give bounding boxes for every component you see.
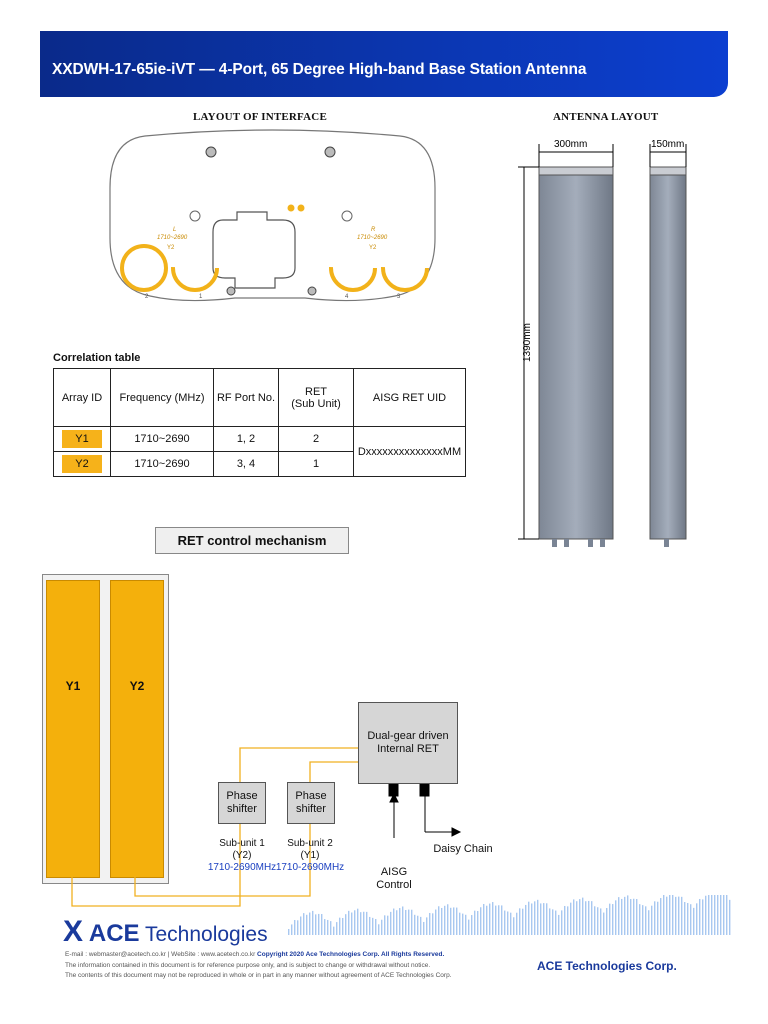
footer-contact: E-mail : webmaster@acetech.co.kr | WebSi…: [65, 951, 445, 958]
mount-hole-top-left: [205, 146, 217, 158]
col-header-ret: RET (Sub Unit): [278, 368, 354, 427]
antenna-depth-label: 150mm: [651, 139, 684, 150]
table-row: Y1 1710~2690 1, 2 2 DxxxxxxxxxxxxxxMM: [53, 426, 466, 477]
logo-technologies: Technologies: [145, 923, 268, 946]
rf-port-4: [381, 244, 429, 292]
footer-copyright: Copyright 2020 Ace Technologies Corp. Al…: [257, 951, 445, 958]
sub-unit-1-label: Sub-unit 1 (Y2): [219, 838, 265, 861]
right-port-b-label: +45: [398, 255, 409, 261]
col-header-rf-port: RF Port No.: [213, 368, 279, 427]
left-port-a-label: -45: [130, 255, 139, 261]
array-bar-y1-label: Y1: [65, 679, 81, 693]
antenna-front-body: [538, 166, 614, 540]
frequency-cell: 1710~2690: [110, 451, 214, 477]
right-group-letter: R: [371, 227, 376, 233]
center-connector-outline: [212, 211, 296, 289]
logo-mark: X: [63, 915, 84, 948]
mount-hole-top-right: [324, 146, 336, 158]
internal-ret-box: Dual-gear driven Internal RET: [358, 702, 458, 784]
right-port-a-label: -45: [348, 255, 357, 261]
phase-shifter-1: Phase shifter: [218, 782, 266, 824]
ret-port-b: [297, 204, 305, 212]
array-id-cell: Y1: [62, 430, 102, 448]
port-num-1: 1: [199, 294, 203, 300]
rf-port-3: [329, 244, 377, 292]
left-group-tag: Y2: [167, 245, 175, 251]
mount-hole-left: [189, 210, 201, 222]
aisg-control-label: AISG Control: [376, 866, 412, 891]
antenna-front-cap: [538, 166, 614, 176]
logo-ace: ACE: [88, 920, 140, 947]
mount-hole-bottom-right: [307, 286, 317, 296]
antenna-connectors: [552, 539, 669, 547]
mount-hole-bottom-left: [226, 286, 236, 296]
footer-disclaimer-1: The information contained in this docume…: [65, 962, 431, 969]
left-group-freq: 1710~2690: [157, 235, 188, 241]
correlation-table: Array ID Frequency (MHz) RF Port No. RET…: [53, 368, 466, 477]
antenna-side-cap: [649, 166, 687, 176]
rf-port-cell: 1, 2: [213, 426, 279, 452]
sub-unit-1-freq: 1710-2690MHz: [207, 862, 277, 873]
ret-cell: 1: [278, 451, 354, 477]
array-bar-y2-label: Y2: [129, 679, 145, 693]
mount-hole-right: [341, 210, 353, 222]
right-group-freq: 1710~2690: [357, 235, 388, 241]
port-num-2: 2: [145, 294, 149, 300]
rf-port-1: [120, 244, 168, 292]
header-banner: XXDWH-17-65ie-iVT — 4-Port, 65 Degree Hi…: [40, 31, 728, 97]
phase-shifter-2: Phase shifter: [287, 782, 335, 824]
footer-corp-name: ACE Technologies Corp.: [537, 959, 677, 973]
ret-port-a: [287, 204, 295, 212]
frequency-cell: 1710~2690: [110, 426, 214, 452]
array-bar-y2: Y2: [110, 580, 164, 878]
page-title: XXDWH-17-65ie-iVT — 4-Port, 65 Degree Hi…: [52, 61, 587, 78]
rf-port-2: [171, 244, 219, 292]
sub-unit-2-freq: 1710-2690MHz: [275, 862, 345, 873]
daisy-chain-label: Daisy Chain: [433, 843, 493, 855]
uid-cell: DxxxxxxxxxxxxxxMM: [353, 426, 466, 477]
logo-waveform: [288, 895, 731, 935]
port-num-4: 4: [345, 294, 349, 300]
array-bar-y1: Y1: [46, 580, 100, 878]
rf-port-cell: 3, 4: [213, 451, 279, 477]
antenna-width-label: 300mm: [554, 139, 587, 150]
interface-title: LAYOUT OF INTERFACE: [193, 111, 327, 123]
antenna-title: ANTENNA LAYOUT: [553, 111, 659, 123]
interface-diagram: L 1710~2690 Y2 -45 +45 2 1 R 1710~2690 Y…: [109, 129, 436, 302]
right-group-tag: Y2: [369, 245, 377, 251]
ret-mechanism-title: RET control mechanism: [155, 527, 349, 554]
array-id-cell: Y2: [62, 455, 102, 473]
antenna-height-label: 1390mm: [522, 323, 533, 362]
port-num-3: 3: [397, 294, 401, 300]
left-group-letter: L: [173, 227, 176, 233]
footer-disclaimer-2: The contents of this document may not be…: [65, 972, 452, 979]
ace-logo: X ACE Technologies: [63, 915, 268, 949]
table-row: Y2 1710~2690 3, 4 1: [53, 451, 466, 477]
sub-unit-2-label: Sub-unit 2 (Y1): [287, 838, 333, 861]
left-port-b-label: +45: [176, 255, 187, 261]
antenna-diagram: 300mm 150mm 1390mm: [518, 139, 687, 547]
correlation-caption: Correlation table: [53, 352, 141, 364]
col-header-uid: AISG RET UID: [353, 368, 466, 427]
interface-outline: [109, 129, 436, 302]
